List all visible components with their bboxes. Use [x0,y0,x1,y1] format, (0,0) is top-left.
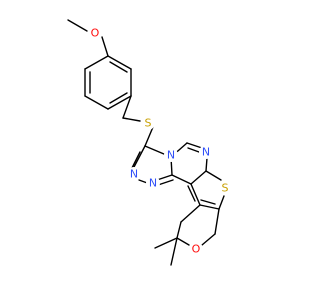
bond-benzene-3 [107,95,132,110]
atom-nitrogen-pyrimidine-top: N [199,145,213,159]
atom-label: N [167,149,175,162]
bond-triazole-n1-c8a [156,174,173,181]
atom-label-layer: O S N N N N N S [88,26,232,256]
bond-triazole-n1-c8a-inner [157,179,174,186]
bond-s-c7a [218,195,225,210]
atom-oxygen-methoxy: O [88,26,102,40]
bond-c10a-c9a [190,183,201,206]
bond-c7a-c10a [199,204,220,210]
bond-ch2-c7a [214,208,220,235]
bond-c5-n6 [186,142,203,149]
bond-cquat-o [176,237,190,246]
bond-layer [67,19,225,266]
bond-benzene-3-inner [109,92,128,104]
bond-benzene-6 [84,55,109,70]
atom-label: S [145,117,152,130]
bond-cquat-methyl-a [154,237,178,249]
bond-o-ch2 [201,233,216,246]
atom-sulfur-thiophene: S [218,181,232,195]
bond-ch2-s [122,117,141,122]
atom-nitrogen-triazole-1: N [146,176,160,190]
bond-benzene-4 [84,95,109,110]
bond-triazole-c3-n2-inner [131,151,141,169]
bond-c10a-c9a-inner [187,185,196,202]
atom-label: O [91,27,100,40]
bond-o-aryl [101,36,109,57]
atom-label: N [202,146,210,159]
bond-c7a-c10a-inner [200,199,216,205]
bond-benzene-1-inner [109,61,128,73]
bond-c9a-c8a [171,174,192,185]
bond-cquat-methyl-b [170,237,178,266]
atom-label: S [222,182,229,195]
bond-c6a-c9a [190,170,207,185]
bond-ch2-cquat [176,221,182,239]
bond-n6-c6a [205,157,208,172]
atom-label: O [192,243,201,256]
bond-c6a-s [205,170,222,181]
atom-label: N [130,168,138,181]
bond-c5-n6-inner [187,147,200,153]
atom-sulfur-thioether: S [141,116,155,130]
bond-aryl-ch2 [122,95,132,119]
bond-triazole-c3-n2 [133,145,146,168]
atom-nitrogen-pyrimidine-right: N [127,167,141,181]
molecule-structure-diagram: O S N N N N N S [67,19,232,266]
atom-oxygen-pyran: O [189,242,203,256]
atom-nitrogen-triazole-3: N [164,148,178,162]
atom-label: N [149,177,157,190]
bond-c10a-ch2 [180,204,201,223]
bond-methyl-o [67,19,88,32]
bond-s-triazole [144,126,154,147]
bond-benzene-1 [107,55,132,70]
